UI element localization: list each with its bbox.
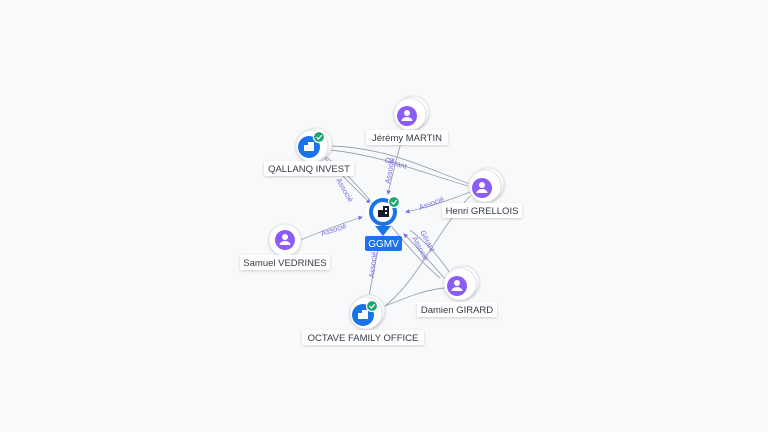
- node-label-damien: Damien GIRARD: [421, 305, 493, 316]
- edge-damien-center-b: [409, 229, 453, 277]
- building-icon: [358, 310, 368, 319]
- node-jeremy-martin[interactable]: Jérémy MARTIN: [366, 95, 448, 145]
- edge-octave-damien: [379, 287, 445, 309]
- node-octave-family-office[interactable]: OCTAVE FAMILY OFFICE: [302, 294, 424, 345]
- person-icon: [401, 110, 413, 121]
- edge-samuel-center: [299, 215, 363, 241]
- edge-label-henri-center: Associé: [418, 194, 446, 211]
- node-samuel-vedrines[interactable]: Samuel VEDRINES: [240, 223, 330, 270]
- node-qallanq-invest[interactable]: QALLANQ INVEST: [264, 127, 354, 176]
- person-icon: [451, 280, 463, 291]
- edge-henri-center: [405, 191, 471, 214]
- building-icon: [378, 206, 389, 217]
- person-icon: [279, 234, 291, 245]
- node-henri-grellois[interactable]: Henri GRELLOIS: [442, 167, 522, 218]
- edge-damien-center-a: [403, 233, 447, 281]
- center-node[interactable]: GGMV: [365, 195, 402, 251]
- edge-label-samuel-center: Associé: [320, 221, 348, 238]
- node-label-jeremy: Jérémy MARTIN: [372, 133, 442, 144]
- node-label-qallanq: QALLANQ INVEST: [268, 164, 350, 175]
- node-label-henri: Henri GRELLOIS: [446, 206, 519, 217]
- edge-qallanq-henri-gerant: [329, 149, 469, 187]
- verified-check-icon: [365, 299, 379, 313]
- edge-label-octave-center: Associé: [367, 251, 379, 278]
- building-icon: [304, 142, 314, 151]
- verified-check-icon: [312, 130, 326, 144]
- person-icon: [476, 182, 488, 193]
- node-damien-girard[interactable]: Damien GIRARD: [417, 265, 497, 317]
- node-label-samuel: Samuel VEDRINES: [243, 258, 326, 269]
- edge-qallanq-henri-2: [331, 145, 471, 185]
- verified-check-icon: [387, 195, 401, 209]
- edge-label-jeremy-center: Associé: [383, 157, 396, 184]
- center-badge: [365, 236, 402, 251]
- center-label: GGMV: [368, 239, 399, 250]
- node-label-octave: OCTAVE FAMILY OFFICE: [308, 333, 419, 344]
